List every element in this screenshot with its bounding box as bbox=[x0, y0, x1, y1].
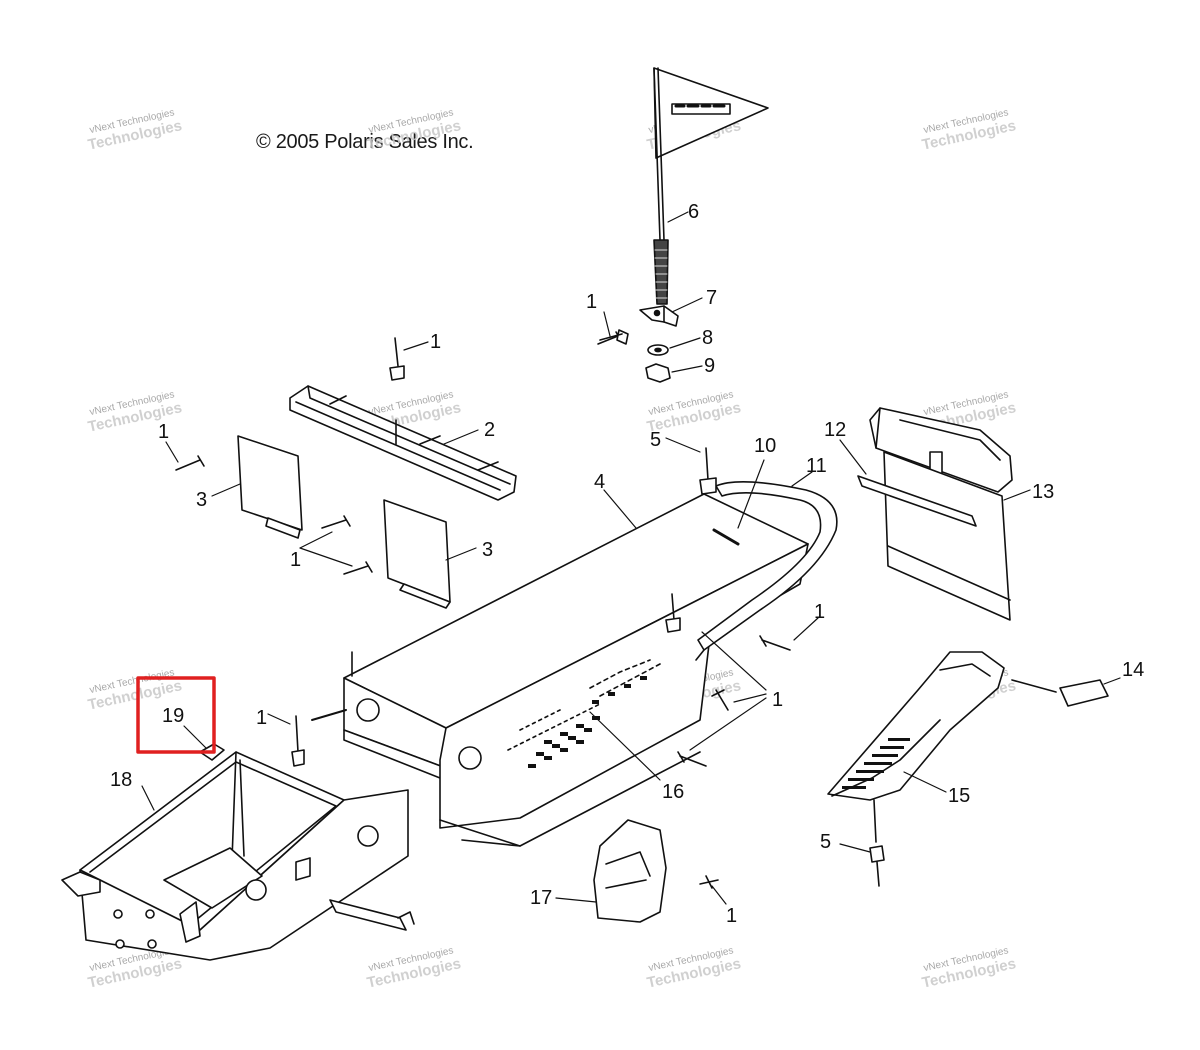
callout-10: 10 bbox=[754, 435, 776, 457]
bolt bbox=[759, 635, 791, 651]
callout-7: 7 bbox=[706, 287, 717, 309]
bulkhead-frame bbox=[61, 751, 415, 961]
bolt bbox=[389, 337, 405, 381]
callout-labels: 1 1 1 1 1 1 1 1 2 3 3 4 5 5 6 7 8 9 10 1… bbox=[110, 201, 1144, 927]
bolt-head bbox=[616, 329, 629, 345]
callout-1: 1 bbox=[726, 905, 737, 927]
callout-17: 17 bbox=[530, 887, 552, 909]
callout-1: 1 bbox=[430, 331, 441, 353]
rod bbox=[311, 709, 347, 721]
callout-6: 6 bbox=[688, 201, 699, 223]
callout-18: 18 bbox=[110, 769, 132, 791]
callout-11: 11 bbox=[806, 455, 827, 477]
callout-1: 1 bbox=[586, 291, 597, 313]
rail bbox=[289, 385, 517, 501]
callout-1: 1 bbox=[814, 601, 825, 623]
panel-tab bbox=[265, 517, 301, 539]
bolt bbox=[869, 799, 885, 887]
side-panel bbox=[237, 435, 303, 531]
callout-19: 19 bbox=[162, 705, 184, 727]
callout-1: 1 bbox=[158, 421, 169, 443]
grab-bar bbox=[695, 481, 838, 661]
callout-5: 5 bbox=[650, 429, 661, 451]
callout-1: 1 bbox=[772, 689, 783, 711]
callout-2: 2 bbox=[484, 419, 495, 441]
callout-5: 5 bbox=[820, 831, 831, 853]
flag-bracket bbox=[639, 305, 679, 327]
bolt bbox=[665, 593, 681, 633]
pin bbox=[712, 528, 740, 546]
leader-lines bbox=[141, 211, 1121, 905]
bolt-shank bbox=[599, 333, 623, 341]
callout-13: 13 bbox=[1032, 481, 1054, 503]
bolt bbox=[343, 561, 373, 575]
callout-1: 1 bbox=[256, 707, 267, 729]
taillight-housing bbox=[827, 651, 1005, 801]
nut bbox=[645, 363, 671, 383]
copyright-text: © 2005 Polaris Sales Inc. bbox=[256, 131, 474, 153]
bolt bbox=[321, 515, 351, 529]
callout-8: 8 bbox=[702, 327, 713, 349]
bolt bbox=[699, 875, 719, 889]
bolt bbox=[699, 447, 717, 495]
callout-4: 4 bbox=[594, 471, 605, 493]
bolt bbox=[677, 751, 707, 767]
highlight-box bbox=[136, 676, 216, 754]
callout-16: 16 bbox=[662, 781, 684, 803]
callout-12: 12 bbox=[824, 419, 846, 441]
callout-3: 3 bbox=[482, 539, 493, 561]
washer-hole bbox=[654, 347, 662, 353]
side-panel bbox=[383, 499, 451, 603]
callout-3: 3 bbox=[196, 489, 207, 511]
bolt bbox=[711, 689, 729, 711]
callout-15: 15 bbox=[948, 785, 970, 807]
rear-bumper bbox=[857, 407, 1013, 621]
callout-14: 14 bbox=[1122, 659, 1144, 681]
callout-9: 9 bbox=[704, 355, 715, 377]
bolt bbox=[175, 455, 205, 471]
light-lens bbox=[1011, 679, 1109, 707]
heat-shield bbox=[593, 819, 667, 923]
callout-1: 1 bbox=[290, 549, 301, 571]
flag-whip bbox=[653, 67, 769, 305]
tunnel-body bbox=[343, 493, 809, 847]
panel-tab bbox=[399, 583, 451, 609]
bolt bbox=[291, 715, 305, 767]
